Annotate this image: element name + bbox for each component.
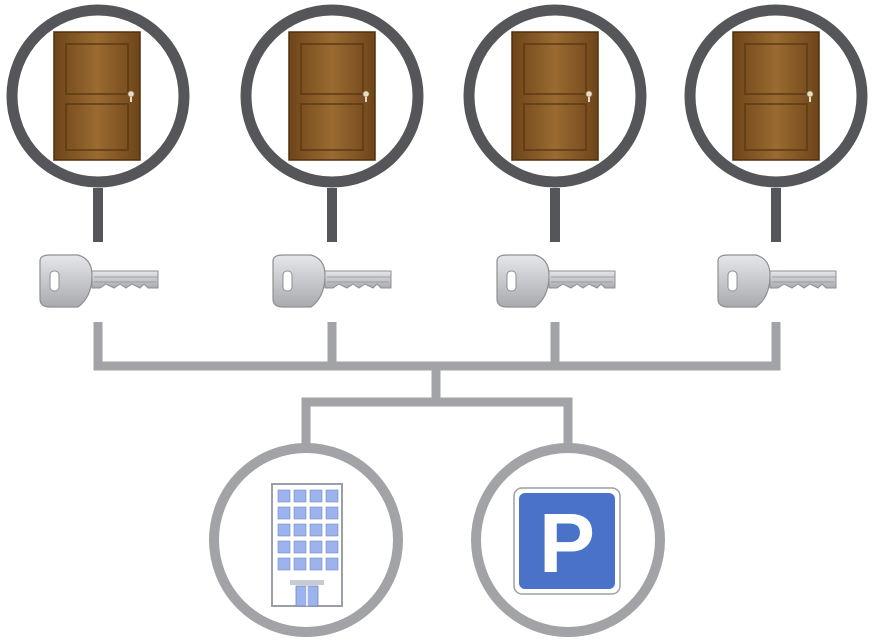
door-group-2 [240, 4, 424, 242]
key-icon [717, 254, 837, 308]
key-icon [496, 254, 616, 308]
facility-parking: P [471, 443, 665, 637]
door-icon [732, 31, 820, 161]
key-icon [39, 254, 159, 308]
key-icon [272, 254, 392, 308]
door-icon [511, 31, 599, 161]
connector-lines [93, 322, 781, 446]
building-icon [271, 483, 343, 607]
door-group-4 [684, 4, 868, 242]
door-icon [53, 31, 141, 161]
facility-building [209, 443, 403, 637]
door-group-3 [463, 4, 647, 242]
parking-sign-letter: P [539, 496, 595, 590]
door-icon [288, 31, 376, 161]
parking-sign-icon: P [513, 487, 621, 595]
door-group-1 [6, 4, 190, 242]
